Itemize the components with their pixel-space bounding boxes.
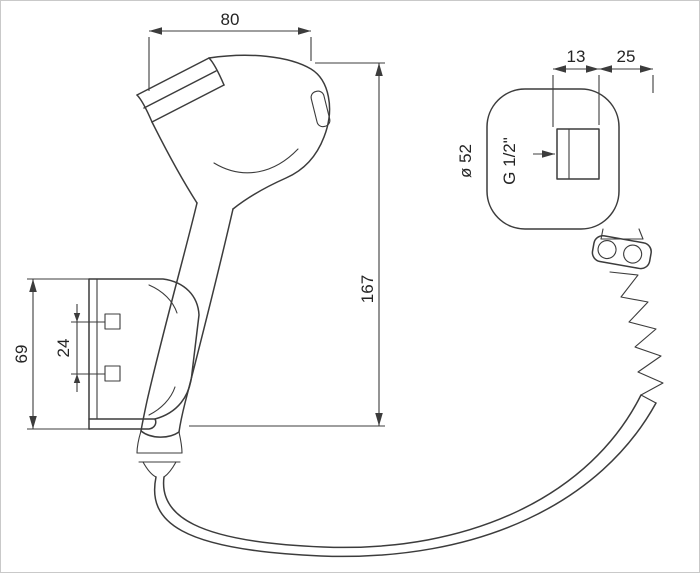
outlet-stub: [600, 228, 644, 240]
sprayer-handle: [140, 202, 234, 438]
dim-label-13: 13: [567, 47, 586, 66]
sprayer-head-underside: [151, 121, 198, 204]
outlet-labels: ø 52 G 1/2": [456, 137, 519, 185]
dimension-total-height: 167: [189, 62, 385, 427]
handle-hose-fitting: [136, 430, 183, 478]
dimension-outlet-depths: 13 25: [552, 47, 654, 127]
dim-label-25: 25: [617, 47, 636, 66]
bracket-screw-hole-bottom: [104, 365, 121, 382]
hose-spring-coil: [609, 271, 664, 404]
bracket-screw-hole-top: [104, 313, 121, 330]
dimension-hole-spacing: 24: [54, 304, 105, 392]
spray-face: [136, 57, 225, 123]
sprayer-figure: [136, 54, 331, 478]
dim-label-69: 69: [12, 345, 31, 364]
head-shoulder-arc: [213, 148, 299, 174]
label-flange-diameter: ø 52: [456, 144, 475, 178]
wall-bracket-figure: [88, 278, 200, 430]
outlet-nipple: [556, 128, 600, 180]
bracket-cup-arc-top: [148, 284, 178, 314]
wall-outlet-figure: [486, 88, 664, 404]
dimension-head-width: 80: [148, 10, 312, 91]
dim-label-80: 80: [221, 10, 240, 29]
label-thread-size: G 1/2": [500, 137, 519, 185]
hose-inner-curve: [162, 394, 642, 549]
bracket-cup-arc-bottom: [148, 386, 176, 416]
dimension-bracket-height: 69: [12, 278, 95, 430]
hose-figure: [153, 394, 657, 558]
head-button: [310, 90, 331, 128]
hose-outer-curve: [153, 402, 657, 558]
dim-label-24: 24: [54, 339, 73, 358]
sprayer-head-outline: [208, 54, 331, 210]
dim-label-167: 167: [358, 275, 377, 303]
hose-nut: [591, 234, 652, 270]
